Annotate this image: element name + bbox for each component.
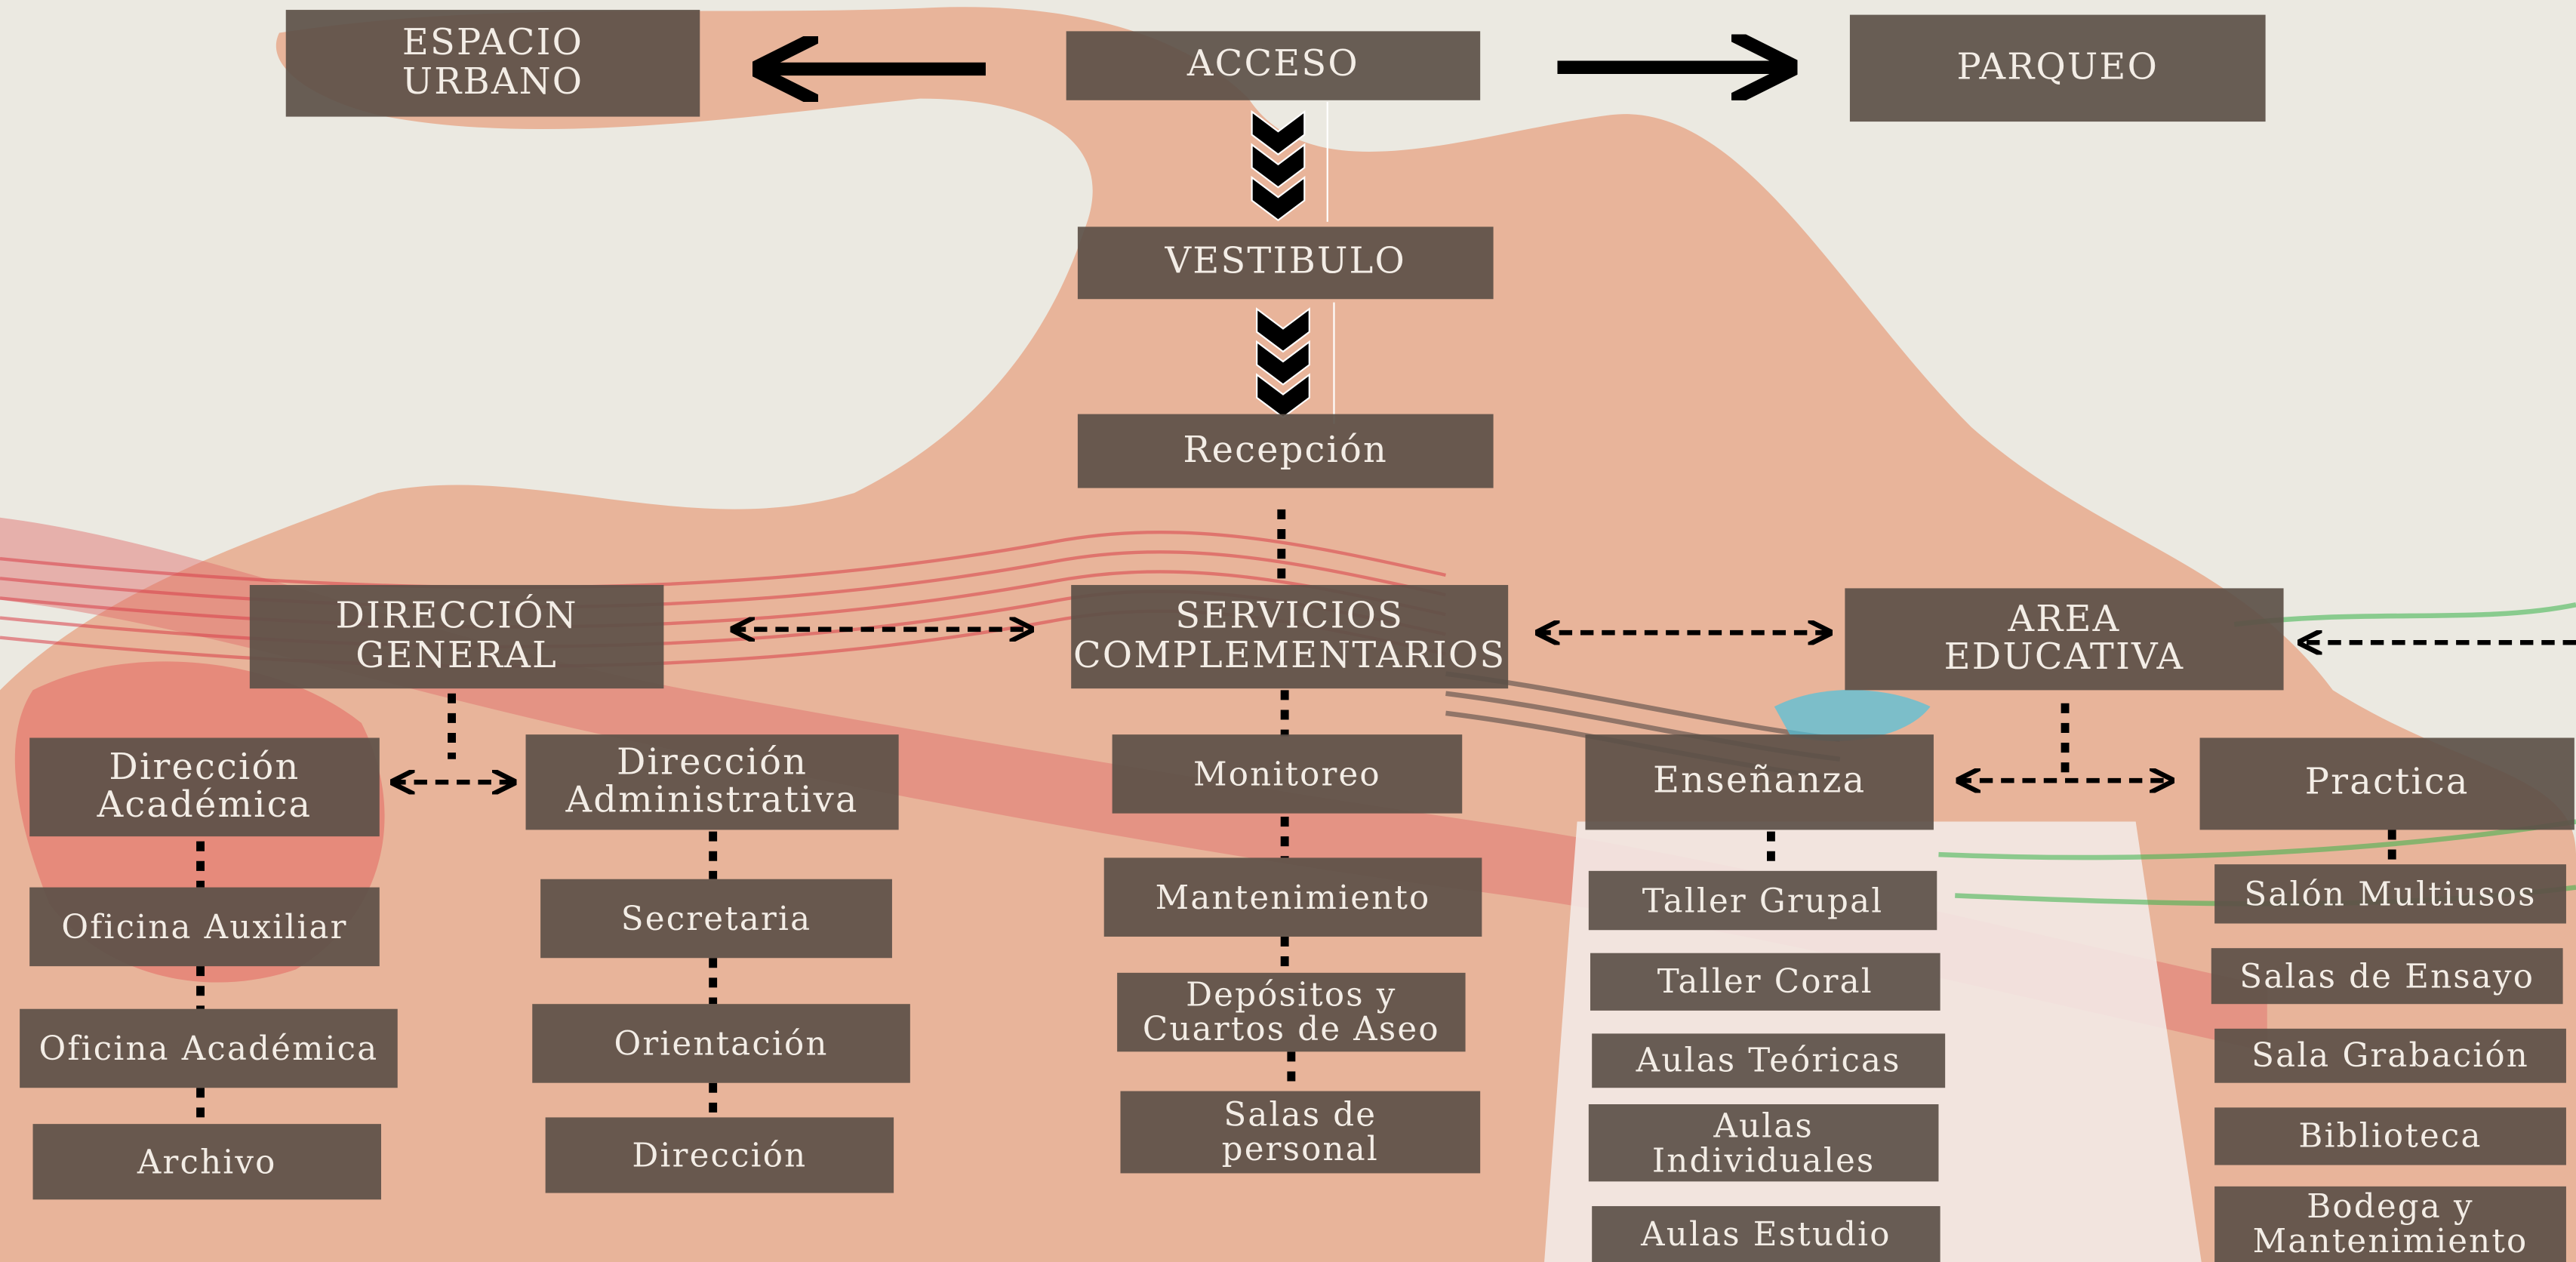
- list-item: Dirección: [545, 1117, 894, 1193]
- node-ensenanza: Enseñanza: [1585, 734, 1934, 830]
- list-item: Salón Multiusos: [2214, 864, 2566, 924]
- node-practica: Practica: [2199, 737, 2574, 830]
- node-direccion-academica: Dirección Académica: [29, 737, 380, 837]
- list-item: Aulas Estudio: [1592, 1205, 1940, 1262]
- node-espacio-urbano: ESPACIO URBANO: [285, 10, 700, 117]
- list-item: Taller Coral: [1590, 953, 1940, 1011]
- node-parqueo: PARQUEO: [1849, 14, 2266, 122]
- list-item: Sala Grabación: [2214, 1028, 2566, 1083]
- list-item: Salas de personal: [1120, 1091, 1481, 1174]
- list-item: Mantenimiento: [1103, 857, 1482, 937]
- node-direccion-administrativa: Dirección Administrativa: [525, 734, 899, 830]
- list-item: Oficina Académica: [20, 1008, 398, 1088]
- list-item: Aulas Teóricas: [1592, 1033, 1946, 1088]
- node-recepcion: Recepción: [1077, 414, 1494, 488]
- list-item: Bodega y Mantenimiento: [2214, 1186, 2566, 1262]
- list-item: Depósitos y Cuartos de Aseo: [1117, 972, 1466, 1052]
- list-item: Orientación: [532, 1004, 910, 1083]
- list-item: Monitoreo: [1112, 734, 1463, 814]
- list-item: Oficina Auxiliar: [29, 887, 380, 967]
- list-item: Secretaria: [540, 879, 892, 959]
- chevron-down-icon: [1256, 307, 1310, 419]
- cyan-splash: [1774, 690, 1931, 741]
- node-acceso: ACCESO: [1066, 31, 1481, 100]
- list-item: Salas de Ensayo: [2211, 948, 2563, 1005]
- list-item: Archivo: [32, 1124, 381, 1200]
- list-item: Aulas Individuales: [1588, 1103, 1939, 1182]
- node-area-educativa: AREA EDUCATIVA: [1845, 588, 2284, 691]
- list-item: Taller Grupal: [1588, 870, 1937, 931]
- node-direccion-general: DIRECCIÓN GENERAL: [249, 585, 664, 689]
- list-item: Biblioteca: [2214, 1107, 2566, 1165]
- node-servicios-complementarios: SERVICIOS COMPLEMENTARIOS: [1071, 585, 1509, 689]
- chevron-down-icon: [1251, 109, 1306, 222]
- node-vestibulo: VESTIBULO: [1077, 226, 1494, 300]
